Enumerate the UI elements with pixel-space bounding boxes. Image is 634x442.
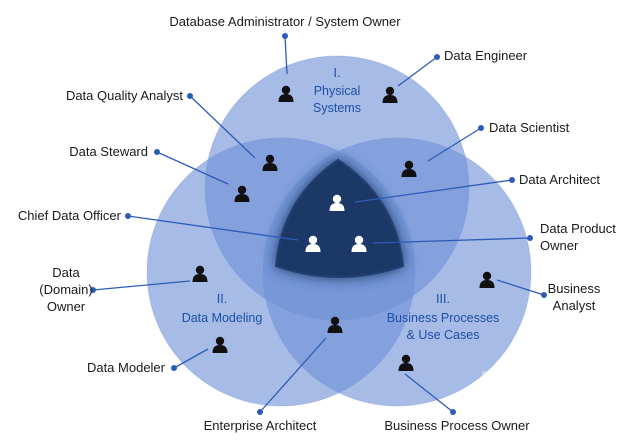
connectors [92, 35, 545, 413]
dot-data-engineer [434, 54, 440, 60]
dot-domain-owner [90, 287, 96, 293]
role-label-domain-owner-2: (Domain) [39, 282, 92, 297]
credit-line1: © Willem [482, 370, 508, 378]
dot-dba [282, 33, 288, 39]
connector-bp-owner [404, 373, 454, 413]
dot-enterprise-architect [257, 409, 263, 415]
dot-business-analyst [541, 292, 547, 298]
dot-cdo [125, 213, 131, 219]
set-modeling-line1: Data Modeling [182, 311, 263, 325]
connector-domain-owner [92, 280, 191, 291]
connector-dots [90, 33, 547, 415]
role-label-data-architect: Data Architect [519, 172, 600, 187]
role-label-data-modeler: Data Modeler [87, 360, 166, 375]
role-label-business-analyst-2: Analyst [553, 298, 596, 313]
dot-bp-owner [450, 409, 456, 415]
dot-data-modeler [171, 365, 177, 371]
connector-data-scientist [427, 127, 482, 162]
role-label-data-scientist: Data Scientist [489, 120, 570, 135]
role-label-cdo: Chief Data Officer [18, 208, 122, 223]
role-label-domain-owner-3: Owner [47, 299, 86, 314]
dot-data-architect [509, 177, 515, 183]
set-business-numeral: III. [436, 292, 450, 306]
dot-dq-analyst [187, 93, 193, 99]
credit-line2: Koenders [481, 379, 510, 386]
connector-business-analyst [496, 279, 545, 296]
connector-data-product-owner [372, 237, 531, 244]
role-label-data-product-owner-2: Owner [540, 238, 579, 253]
set-business-line1: Business Processes [387, 311, 500, 325]
set-business-line2: & Use Cases [407, 328, 480, 342]
role-label-bp-owner: Business Process Owner [384, 418, 530, 433]
role-label-dq-analyst: Data Quality Analyst [66, 88, 183, 103]
role-label-dba: Database Administrator / System Owner [169, 14, 401, 29]
connector-dq-analyst [189, 95, 256, 159]
set-physical-line1: Physical [314, 84, 361, 98]
connector-enterprise-architect [259, 337, 327, 413]
connector-dba [284, 35, 288, 75]
connector-data-architect [354, 179, 513, 203]
connector-cdo [127, 215, 299, 241]
role-label-data-steward: Data Steward [69, 144, 148, 159]
dot-data-scientist [478, 125, 484, 131]
set-modeling-numeral: II. [217, 292, 227, 306]
dot-data-steward [154, 149, 160, 155]
connector-data-steward [156, 151, 229, 185]
set-physical-numeral: I. [334, 66, 341, 80]
role-label-data-product-owner-1: Data Product [540, 221, 616, 236]
role-label-business-analyst-1: Business [548, 281, 601, 296]
connector-data-modeler [173, 348, 209, 369]
dot-data-product-owner [527, 235, 533, 241]
role-label-domain-owner-1: Data [52, 265, 80, 280]
connector-data-engineer [397, 56, 438, 87]
role-label-data-engineer: Data Engineer [444, 48, 528, 63]
set-physical-line2: Systems [313, 101, 361, 115]
role-label-enterprise-architect: Enterprise Architect [204, 418, 317, 433]
